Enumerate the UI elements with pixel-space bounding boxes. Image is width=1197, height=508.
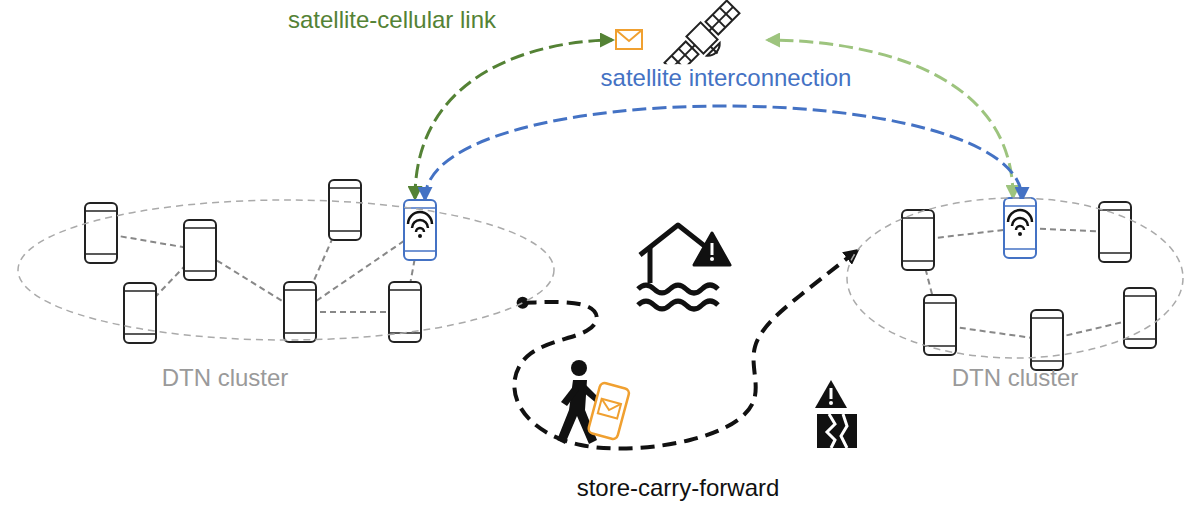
dtn-cluster: DTN cluster [15,196,557,396]
dtn-cluster: DTN cluster [843,194,1187,396]
phone-icon [284,282,316,342]
phone-icon [329,180,361,240]
envelope-icon [616,30,642,49]
phone-icon [124,283,156,343]
phone-icon [184,220,216,280]
store-carry-forward-path [514,251,857,449]
flood-icon [638,225,730,309]
dtn-links [101,210,1140,340]
phone-icon [902,210,934,270]
phone-icon [1124,288,1156,348]
person-icon [557,360,630,444]
satellite-interconnection-line [425,106,1022,199]
phone-icon [1031,310,1063,370]
phones [85,180,1156,370]
cluster-label: DTN cluster [162,364,289,392]
link-label: satellite-cellular link [285,6,499,34]
phone-icon [1099,202,1131,262]
link-label: satellite interconnection [598,64,855,92]
satellite-link [415,40,612,198]
earthquake-icon [815,380,857,448]
phone-icon [85,203,117,263]
path-start-dot [517,297,529,309]
edge-label: store-carry-forward [574,474,783,502]
phone-icon [1004,198,1036,258]
cluster-label: DTN cluster [952,364,1079,392]
